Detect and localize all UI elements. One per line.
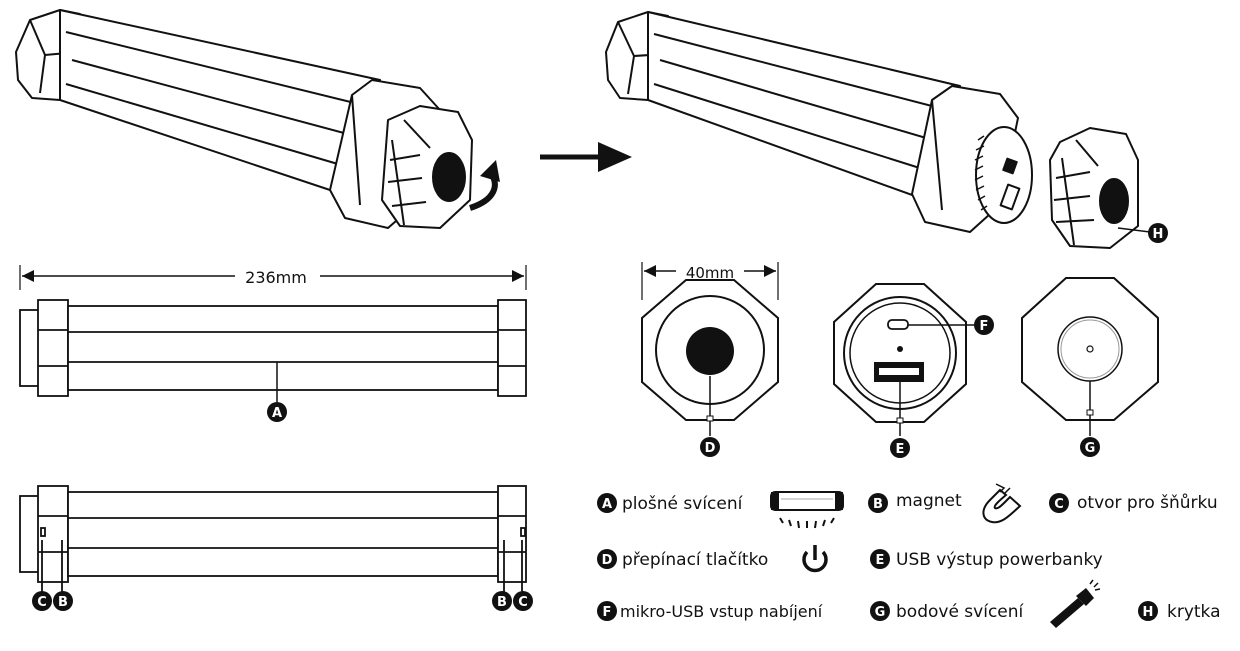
svg-text:G: G xyxy=(875,605,886,620)
flashlight-icon xyxy=(1050,579,1101,628)
badge-a-letter: A xyxy=(272,406,282,421)
badge-a xyxy=(267,402,287,422)
badge-f-letter: F xyxy=(980,319,989,334)
legend-e-text: USB výstup powerbanky xyxy=(896,550,1103,570)
legend-h-text: krytka xyxy=(1167,602,1221,622)
svg-text:B: B xyxy=(873,497,883,512)
tube-side-view xyxy=(19,299,527,397)
legend-g-text: bodové svícení xyxy=(896,602,1025,622)
legend-item-a: A plošné svícení xyxy=(597,491,844,529)
legend-item-g: G bodové svícení xyxy=(870,579,1101,628)
magnet-icon xyxy=(982,483,1022,524)
tube-closed-perspective xyxy=(15,9,473,229)
svg-text:C: C xyxy=(1054,497,1064,512)
dimension-length: 236mm xyxy=(19,265,527,290)
svg-text:A: A xyxy=(602,497,612,512)
rotate-arrow-head xyxy=(480,160,500,182)
badge-d-letter: D xyxy=(705,441,716,456)
legend-item-f: F mikro-USB vstup nabíjení xyxy=(597,601,823,621)
legend-item-h: H krytka xyxy=(1138,601,1221,622)
transition-arrow-head xyxy=(598,142,632,172)
end-view-switch: D xyxy=(641,279,779,457)
legend-c-text: otvor pro šňůrku xyxy=(1077,493,1218,513)
legend-b-text: magnet xyxy=(896,491,962,511)
legend-item-d: D přepínací tlačítko xyxy=(597,545,828,573)
tube-side-view-bottom xyxy=(19,485,527,592)
legend-f-text: mikro-USB vstup nabíjení xyxy=(620,602,823,621)
svg-text:F: F xyxy=(603,605,612,620)
badge-b-left: B xyxy=(58,595,68,610)
badge-b-right: B xyxy=(497,595,507,610)
callout-line-h xyxy=(1117,227,1151,233)
svg-text:H: H xyxy=(1143,605,1154,620)
badge-e-letter: E xyxy=(896,442,905,457)
end-view-spotlight: G xyxy=(1021,277,1159,457)
legend-d-text: přepínací tlačítko xyxy=(622,550,768,570)
svg-text:D: D xyxy=(602,553,613,568)
dimension-diameter-label: 40mm xyxy=(686,264,734,282)
svg-text:E: E xyxy=(876,553,885,568)
power-icon xyxy=(802,545,828,573)
legend-item-b: B magnet xyxy=(868,483,1022,524)
legend: A plošné svícení B magnet C xyxy=(597,483,1221,628)
legend-a-text: plošné svícení xyxy=(622,494,744,514)
badge-c-right: C xyxy=(518,595,528,610)
badge-h xyxy=(1148,223,1168,243)
tube-open-perspective xyxy=(605,11,1139,249)
micro-usb-port-icon xyxy=(887,319,909,330)
dimension-length-label: 236mm xyxy=(245,268,307,287)
dimension-diameter: 40mm xyxy=(641,262,779,300)
end-view-usb: F E xyxy=(833,283,994,458)
legend-item-c: C otvor pro šňůrku xyxy=(1049,493,1218,513)
legend-item-e: E USB výstup powerbanky xyxy=(870,549,1103,570)
tube-light-icon xyxy=(770,491,844,529)
badge-g-letter: G xyxy=(1085,441,1096,456)
badge-h-letter: H xyxy=(1153,227,1164,242)
badge-c-left: C xyxy=(37,595,47,610)
badges-bottom-left: C B B C xyxy=(32,591,533,611)
